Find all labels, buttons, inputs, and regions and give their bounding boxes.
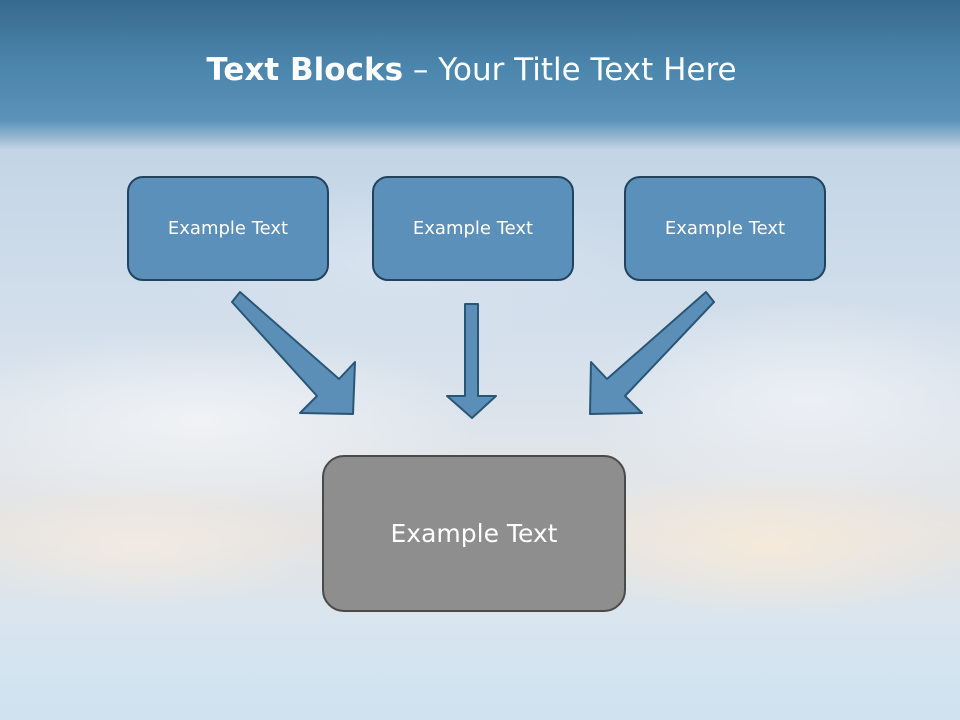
text-block-2[interactable]: Example Text — [372, 176, 574, 281]
slide-title: Text Blocks – Your Title Text Here — [0, 52, 943, 88]
text-block-1[interactable]: Example Text — [127, 176, 329, 281]
arrow-left-diagonal — [231, 291, 356, 415]
title-dash: – — [403, 52, 439, 88]
text-block-3-label: Example Text — [664, 218, 786, 239]
title-bold-part: Text Blocks — [206, 52, 404, 88]
text-block-1-label: Example Text — [167, 218, 289, 239]
arrow-right-diagonal — [589, 291, 715, 415]
text-block-2-label: Example Text — [412, 218, 534, 239]
target-block[interactable]: Example Text — [322, 455, 626, 612]
text-block-3[interactable]: Example Text — [624, 176, 826, 281]
title-bar: Text Blocks – Your Title Text Here — [0, 0, 960, 150]
title-text-part: Your Title Text Here — [438, 52, 737, 88]
arrow-center-down — [446, 303, 497, 419]
target-block-label: Example Text — [390, 519, 558, 548]
